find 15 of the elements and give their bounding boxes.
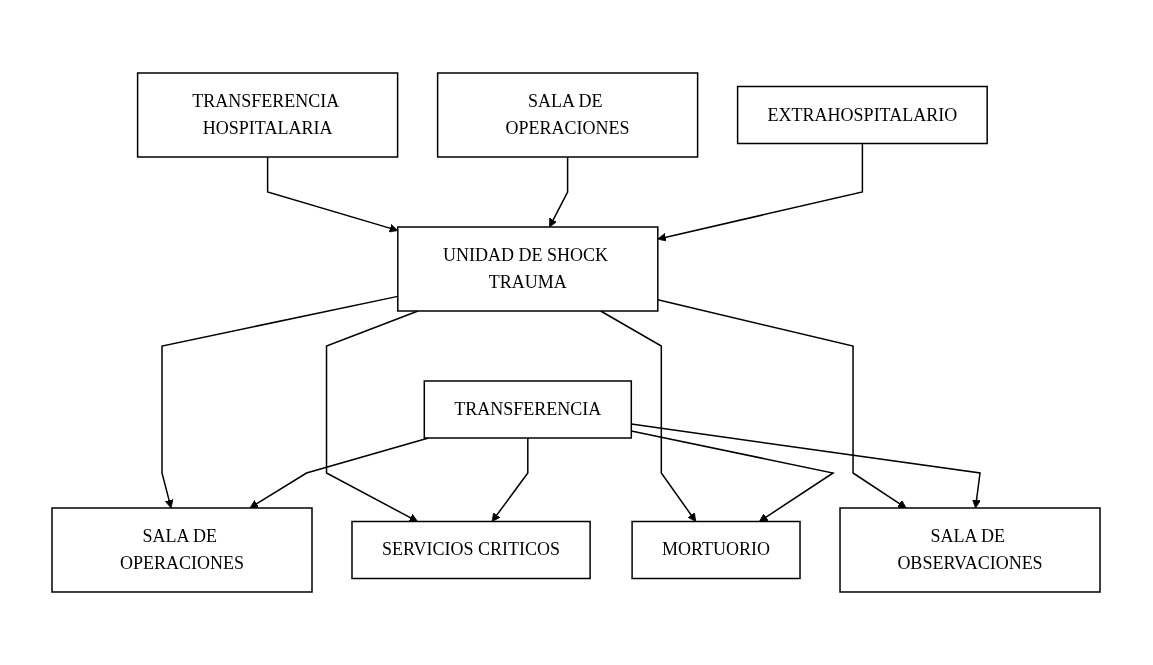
node-box: TRANSFERENCIA HOSPITALARIA <box>137 72 399 158</box>
node-box: SALA DE OPERACIONES <box>51 507 314 593</box>
arrow <box>631 423 982 509</box>
arrow <box>549 156 569 228</box>
arrow <box>492 437 530 522</box>
node-box: TRANSFERENCIA <box>424 380 633 439</box>
node-box: SALA DE OPERACIONES <box>437 72 699 158</box>
node-box: SERVICIOS CRITICOS <box>351 520 592 580</box>
node-box: SALA DE OBSERVACIONES <box>839 507 1102 593</box>
node-box: UNIDAD DE SHOCK TRAUMA <box>397 226 660 312</box>
arrow <box>631 430 836 522</box>
node-box: EXTRAHOSPITALARIO <box>737 85 989 145</box>
arrow <box>267 156 399 233</box>
node-box: MORTUORIO <box>631 520 802 580</box>
arrow <box>600 310 697 522</box>
